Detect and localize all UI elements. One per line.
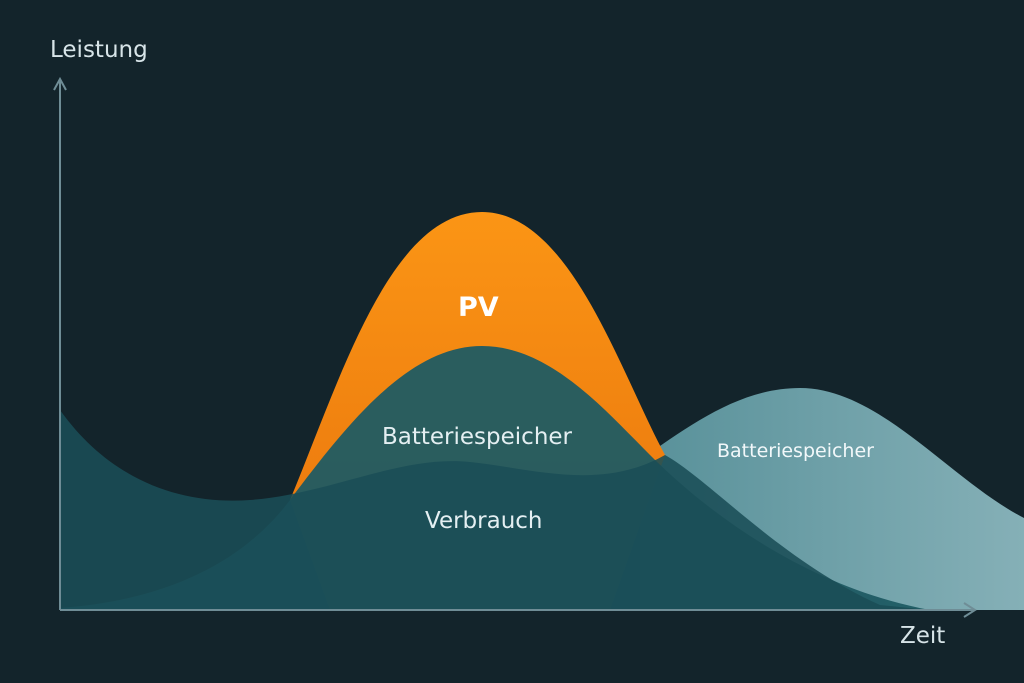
y-axis-label: Leistung [50,37,148,63]
x-axis-label: Zeit [900,623,946,649]
battery-discharge-label: Batteriespeicher [717,440,874,462]
battery-charge-label: Batteriespeicher [382,424,573,450]
consumption-area [60,410,930,610]
x-axis-arrow-icon [963,602,977,618]
y-axis-arrow-icon [53,76,67,91]
consumption-label: Verbrauch [425,508,543,534]
pv-label: PV [458,292,499,323]
